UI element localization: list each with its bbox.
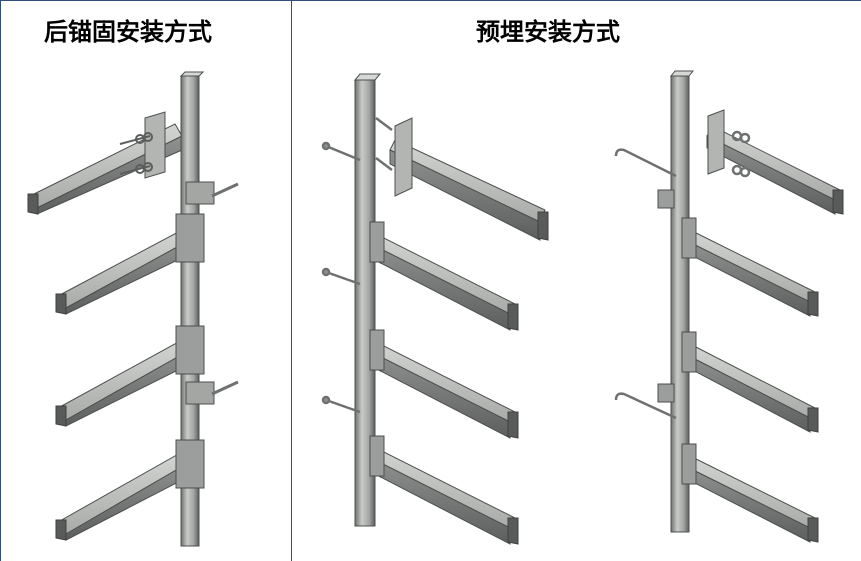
cantilever-arm <box>389 139 549 241</box>
arm-clamp <box>681 443 697 485</box>
mounting-plate <box>394 117 413 197</box>
panel-title-post-anchoring: 后锚固安装方式 <box>44 17 212 46</box>
cantilever-arm <box>366 231 519 331</box>
anchor-bolt <box>119 132 153 175</box>
arm-clamp <box>681 217 697 259</box>
cantilever-arm <box>55 229 191 315</box>
arm-clamp <box>369 221 385 263</box>
arm-clamp <box>175 325 205 375</box>
assembly-post-anchoring <box>27 71 239 547</box>
assembly-embedded-bolt <box>321 73 549 545</box>
cantilever-arm <box>366 445 519 545</box>
arm-clamp <box>175 439 205 489</box>
embedded-hook-bolt <box>614 130 751 420</box>
panel-title-embedded: 预埋安装方式 <box>476 17 620 46</box>
wall-anchor-bracket <box>185 181 239 405</box>
arm-clamp <box>175 213 205 263</box>
cantilever-arm <box>684 455 819 543</box>
cantilever-arm <box>55 339 191 427</box>
arm-clamp <box>369 329 385 371</box>
mounting-plate <box>707 109 725 175</box>
cantilever-arm <box>684 343 819 433</box>
cantilever-arm <box>366 339 519 439</box>
cantilever-arm <box>706 125 844 215</box>
arm-clamp <box>681 331 697 373</box>
cantilever-arm <box>684 229 819 317</box>
cantilever-arm <box>55 451 191 541</box>
assembly-embedded-hook <box>614 70 844 543</box>
embedded-bolt <box>321 117 393 414</box>
arm-clamp <box>369 435 385 477</box>
panel-divider <box>291 0 292 561</box>
mounting-plate <box>144 111 166 179</box>
